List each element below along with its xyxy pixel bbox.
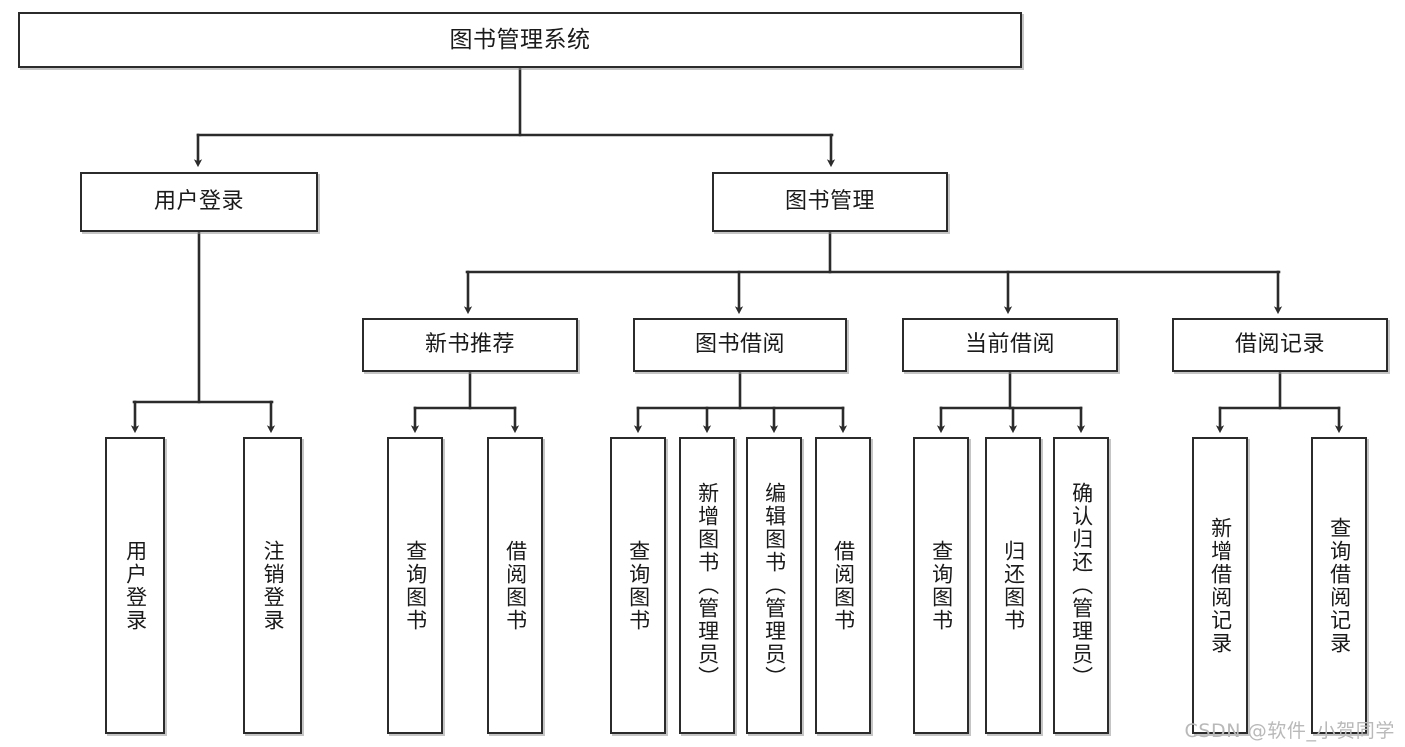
node-book-management[interactable]: 图书管理: [712, 172, 948, 232]
node-leaf-query-book-2-label: 查询图书: [626, 539, 651, 632]
node-new-book-recommend-label: 新书推荐: [424, 332, 515, 358]
node-current-borrow-label: 当前借阅: [964, 332, 1055, 358]
node-borrow-record[interactable]: 借阅记录: [1172, 318, 1388, 372]
watermark-text: CSDN @软件_小贺同学: [1184, 720, 1395, 742]
node-leaf-borrow-book-1-label: 借阅图书: [503, 539, 528, 632]
node-leaf-query-book-1[interactable]: 查询图书: [387, 437, 443, 734]
node-leaf-query-book-3[interactable]: 查询图书: [913, 437, 969, 734]
node-book-borrow[interactable]: 图书借阅: [633, 318, 847, 372]
node-leaf-query-book-1-label: 查询图书: [403, 539, 428, 632]
node-leaf-user-login[interactable]: 用户登录: [105, 437, 165, 734]
node-leaf-add-book[interactable]: 新增图书（管理员）: [679, 437, 735, 734]
node-leaf-return-book[interactable]: 归还图书: [985, 437, 1041, 734]
node-leaf-borrow-book-1[interactable]: 借阅图书: [487, 437, 543, 734]
node-leaf-edit-book[interactable]: 编辑图书（管理员）: [746, 437, 802, 734]
node-leaf-confirm-return-label: 确认归还（管理员）: [1069, 482, 1094, 689]
node-leaf-borrow-book-2-label: 借阅图书: [831, 539, 856, 632]
node-leaf-user-login-label: 用户登录: [123, 539, 148, 632]
node-book-borrow-label: 图书借阅: [694, 332, 785, 358]
node-current-borrow[interactable]: 当前借阅: [902, 318, 1118, 372]
node-user-login-label: 用户登录: [153, 189, 244, 215]
node-leaf-logout-label: 注销登录: [261, 539, 286, 632]
node-user-login[interactable]: 用户登录: [80, 172, 318, 232]
node-leaf-add-record-label: 新增借阅记录: [1208, 516, 1233, 655]
node-leaf-query-book-3-label: 查询图书: [929, 539, 954, 632]
node-leaf-add-record[interactable]: 新增借阅记录: [1192, 437, 1248, 734]
node-book-management-label: 图书管理: [784, 189, 875, 215]
node-leaf-query-record-label: 查询借阅记录: [1327, 516, 1352, 655]
node-leaf-logout[interactable]: 注销登录: [243, 437, 302, 734]
node-root-label: 图书管理系统: [449, 26, 591, 53]
node-new-book-recommend[interactable]: 新书推荐: [362, 318, 578, 372]
node-leaf-edit-book-label: 编辑图书（管理员）: [762, 482, 787, 689]
node-borrow-record-label: 借阅记录: [1234, 332, 1325, 358]
node-root[interactable]: 图书管理系统: [18, 12, 1022, 68]
node-leaf-query-book-2[interactable]: 查询图书: [610, 437, 666, 734]
node-leaf-borrow-book-2[interactable]: 借阅图书: [815, 437, 871, 734]
node-leaf-return-book-label: 归还图书: [1001, 539, 1026, 632]
node-leaf-confirm-return[interactable]: 确认归还（管理员）: [1053, 437, 1109, 734]
node-leaf-query-record[interactable]: 查询借阅记录: [1311, 437, 1367, 734]
node-leaf-add-book-label: 新增图书（管理员）: [695, 482, 720, 689]
